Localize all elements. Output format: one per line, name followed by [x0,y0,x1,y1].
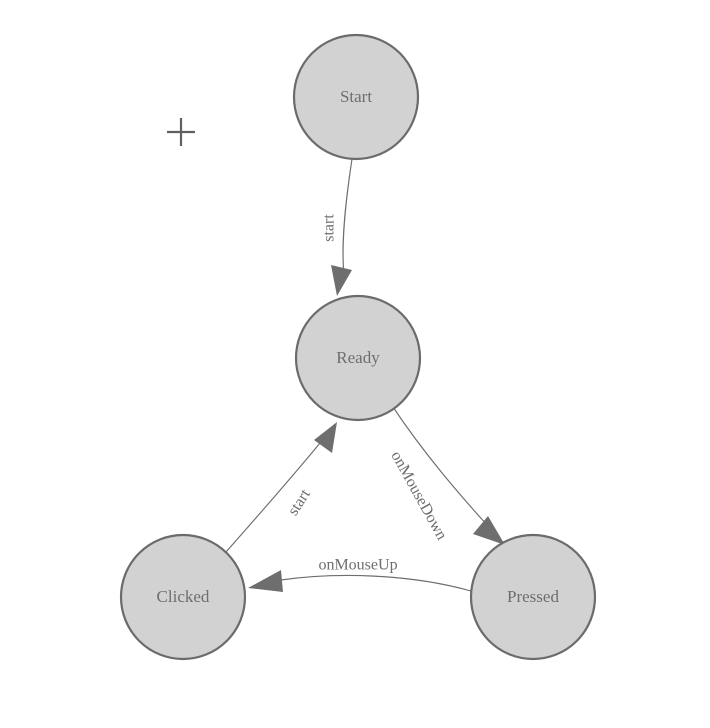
edge-clicked-to-ready[interactable]: start [225,422,337,553]
edge-label-clicked-to-ready: start [285,486,315,519]
state-node-start[interactable]: Start [292,33,420,161]
edge-label-pressed-to-clicked: onMouseUp [318,557,397,574]
state-node-ready-label: Ready [336,348,380,367]
state-node-start-label: Start [340,87,372,106]
edge-ready-to-pressed[interactable]: onMouseDown [387,406,505,545]
state-node-pressed-label: Pressed [507,587,559,606]
state-node-clicked[interactable]: Clicked [119,533,247,661]
edge-label-ready-to-pressed: onMouseDown [387,448,450,543]
edge-start-to-ready[interactable]: start [321,158,353,296]
edge-pressed-to-clicked[interactable]: onMouseUp [248,557,472,592]
crosshair-plus-icon [167,118,195,146]
edge-label-start-to-ready: start [321,214,338,242]
state-node-clicked-label: Clicked [157,587,210,606]
state-node-pressed[interactable]: Pressed [469,533,597,661]
state-node-ready[interactable]: Ready [294,294,422,422]
